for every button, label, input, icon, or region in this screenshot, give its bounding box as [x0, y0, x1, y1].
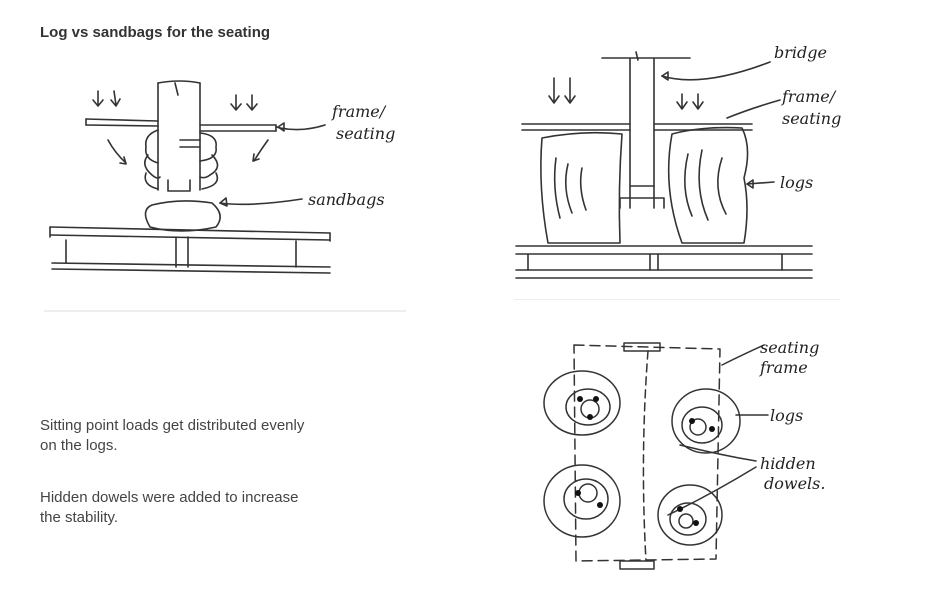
- description-load-distribution: Sitting point loads get distributed even…: [40, 417, 305, 454]
- label-seating: seating: [336, 124, 395, 143]
- sandbags-sketch-drawing: frame/ seating sandbags: [44, 80, 406, 312]
- logs-section-drawing: bridge frame/ seating logs: [514, 43, 841, 301]
- label-sandbags: sandbags: [308, 190, 385, 209]
- page-title: Log vs sandbags for the seating: [40, 24, 271, 41]
- label-dowels: dowels.: [764, 474, 825, 493]
- sandbags-section-sketch: frame/ seating sandbags: [40, 55, 408, 312]
- label-hidden: hidden: [760, 454, 816, 473]
- logs-section-sketch: bridge frame/ seating logs: [512, 38, 842, 301]
- logs-plan-sketch: seating frame logs hidden dowels.: [520, 315, 842, 585]
- logs-plan-drawing: seating frame logs hidden dowels.: [543, 338, 825, 570]
- label-frame: frame/: [331, 102, 387, 121]
- label-bridge: bridge: [774, 43, 827, 62]
- label-seating: seating: [760, 338, 819, 357]
- label-frame: frame/: [781, 87, 837, 106]
- label-frame: frame: [759, 358, 808, 377]
- label-logs: logs: [770, 406, 803, 425]
- label-logs: logs: [780, 173, 813, 192]
- label-seating: seating: [782, 109, 841, 128]
- description-hidden-dowels: Hidden dowels were added to increase the…: [40, 489, 299, 526]
